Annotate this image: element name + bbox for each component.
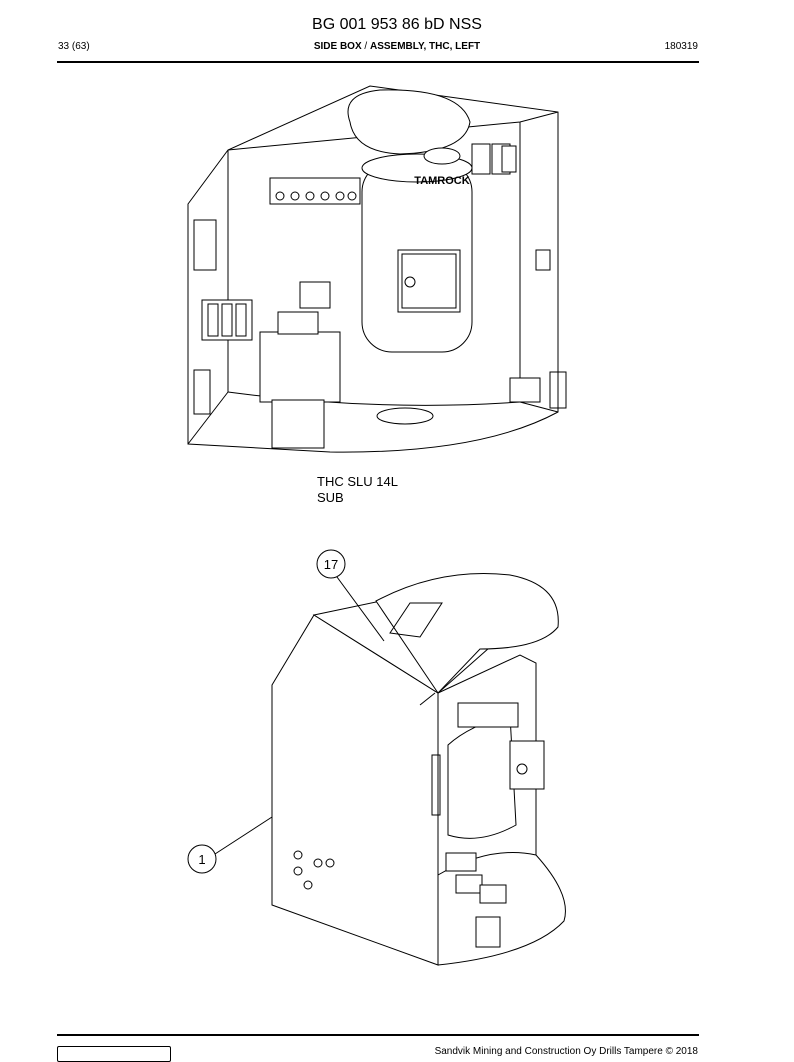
bottom-assembly-drawing: 17 1 [187, 549, 566, 966]
callout-1-number: 1 [198, 852, 205, 867]
footer-copyright: Sandvik Mining and Construction Oy Drill… [434, 1046, 698, 1057]
section-separator: / [361, 41, 370, 52]
date-code: 180319 [664, 41, 698, 52]
callout-17-circle [316, 549, 346, 579]
section-title: SIDE BOX / ASSEMBLY, THC, LEFT [0, 41, 794, 52]
tank-brand-label: TAMROCK [414, 175, 469, 187]
caption-line-2: SUB [317, 490, 344, 505]
footer-rule [57, 1034, 699, 1036]
callout-17-number: 17 [324, 557, 338, 572]
company-logo [57, 1046, 171, 1062]
callout-1-circle [187, 844, 217, 874]
page-number: 33 (63) [58, 41, 90, 52]
callout-17-leader [336, 576, 385, 642]
header-rule [57, 61, 699, 63]
section-title-part-2: ASSEMBLY, THC, LEFT [369, 41, 481, 52]
callout-1-leader [214, 816, 273, 855]
figure-caption: THC SLU 14L SUB [317, 474, 398, 506]
section-title-part-1: SIDE BOX [313, 41, 362, 52]
document-title: BG 001 953 86 bD NSS [312, 16, 482, 33]
caption-line-1: THC SLU 14L [317, 474, 398, 489]
top-assembly-drawing: TAMROCK [187, 85, 567, 453]
